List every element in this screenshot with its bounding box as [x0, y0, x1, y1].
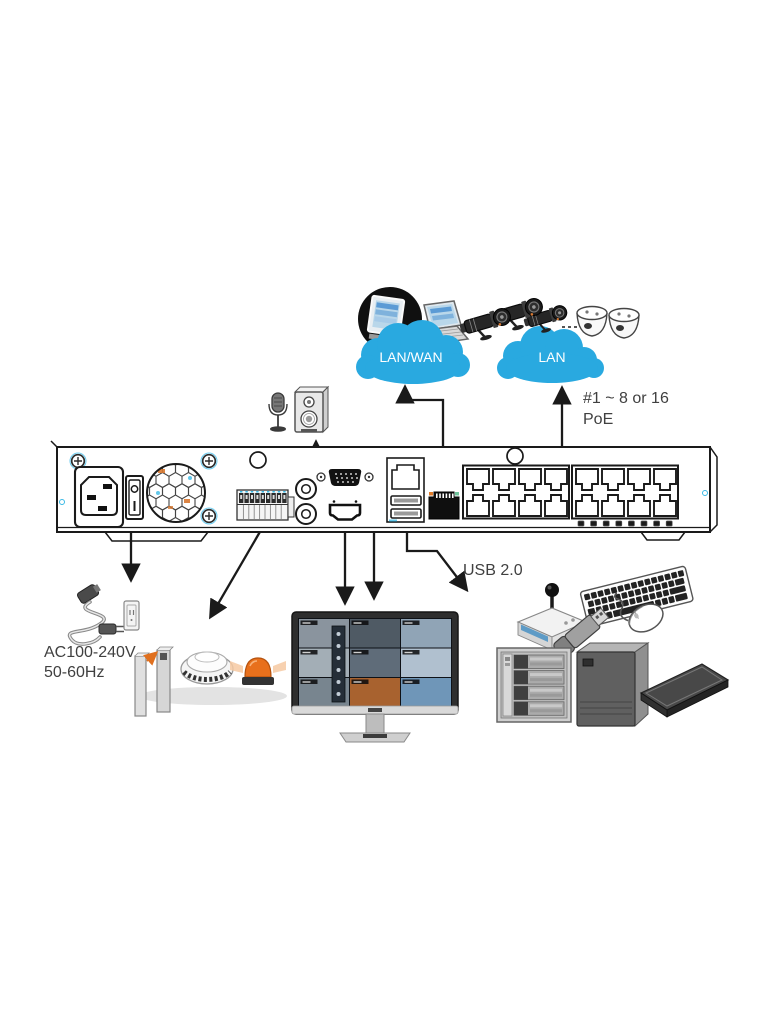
rj45-outline [391, 464, 420, 490]
vga-port [316, 469, 374, 486]
nvr-rear-panel [50, 440, 718, 542]
wall-outlet-icon [123, 600, 140, 631]
lan-wan-label: LAN/WAN [379, 349, 442, 365]
poe-note-line1: #1 ~ 8 or 16 [583, 390, 669, 407]
panel-side-edge [709, 446, 718, 533]
lan-label: LAN [538, 349, 565, 365]
hdmi-port [328, 500, 362, 521]
poe-port-group-2 [571, 464, 679, 520]
mouse-icon [614, 592, 664, 633]
alarm-terminal-block [236, 489, 295, 521]
power-switch [125, 475, 144, 520]
usb-ports [386, 457, 425, 523]
nas-icon [496, 647, 572, 723]
poe-note-line2: PoE [583, 411, 613, 428]
panel-foot [104, 531, 209, 542]
dome-camera-icon [576, 305, 608, 337]
usb-note: USB 2.0 [463, 562, 523, 579]
door-contact-icon [134, 646, 174, 717]
cyan-mark [702, 490, 708, 496]
ethernet-port [428, 491, 460, 520]
cyan-mark [59, 499, 65, 505]
screw-icon [200, 452, 218, 470]
smoke-detector-icon [180, 651, 234, 685]
speaker-icon [293, 385, 330, 434]
dome-camera-icon [608, 307, 640, 339]
monitor-toolbar [331, 625, 346, 703]
microphone-icon [268, 392, 288, 432]
strobe-light-icon [230, 657, 286, 685]
bullet-camera-icon [457, 305, 517, 348]
ac-power-line1: AC100-240V [44, 644, 136, 661]
audio-jacks [295, 478, 317, 525]
lan-wan-cloud: LAN/WAN [356, 320, 470, 384]
alarm-shadow [139, 687, 287, 705]
power-inlet [73, 465, 125, 529]
keyboard-icon [579, 565, 694, 627]
panel-hole [506, 447, 524, 465]
arrow-usb-to-devices [405, 523, 469, 593]
power-cord-icon [67, 584, 140, 646]
screw-icon [200, 507, 218, 525]
fan-grille [146, 463, 206, 523]
poe-note: #1 ~ 8 or 16 PoE [583, 390, 669, 428]
panel-hole [249, 451, 267, 469]
status-leds [577, 520, 673, 527]
external-hdd-icon [639, 663, 730, 718]
arrow-terminal-to-alarm [209, 517, 269, 620]
monitor-screen-tiles [299, 619, 451, 707]
lan-cloud: LAN [497, 326, 604, 383]
tower-drive-icon [575, 642, 650, 728]
monitor-stand-neck [365, 713, 385, 734]
ac-power-line2: 50-60Hz [44, 664, 104, 681]
poe-port-group-1 [462, 464, 570, 520]
panel-foot [640, 531, 686, 541]
ac-power-note: AC100-240V 50-60Hz [44, 644, 136, 681]
monitor-icon [291, 611, 459, 743]
